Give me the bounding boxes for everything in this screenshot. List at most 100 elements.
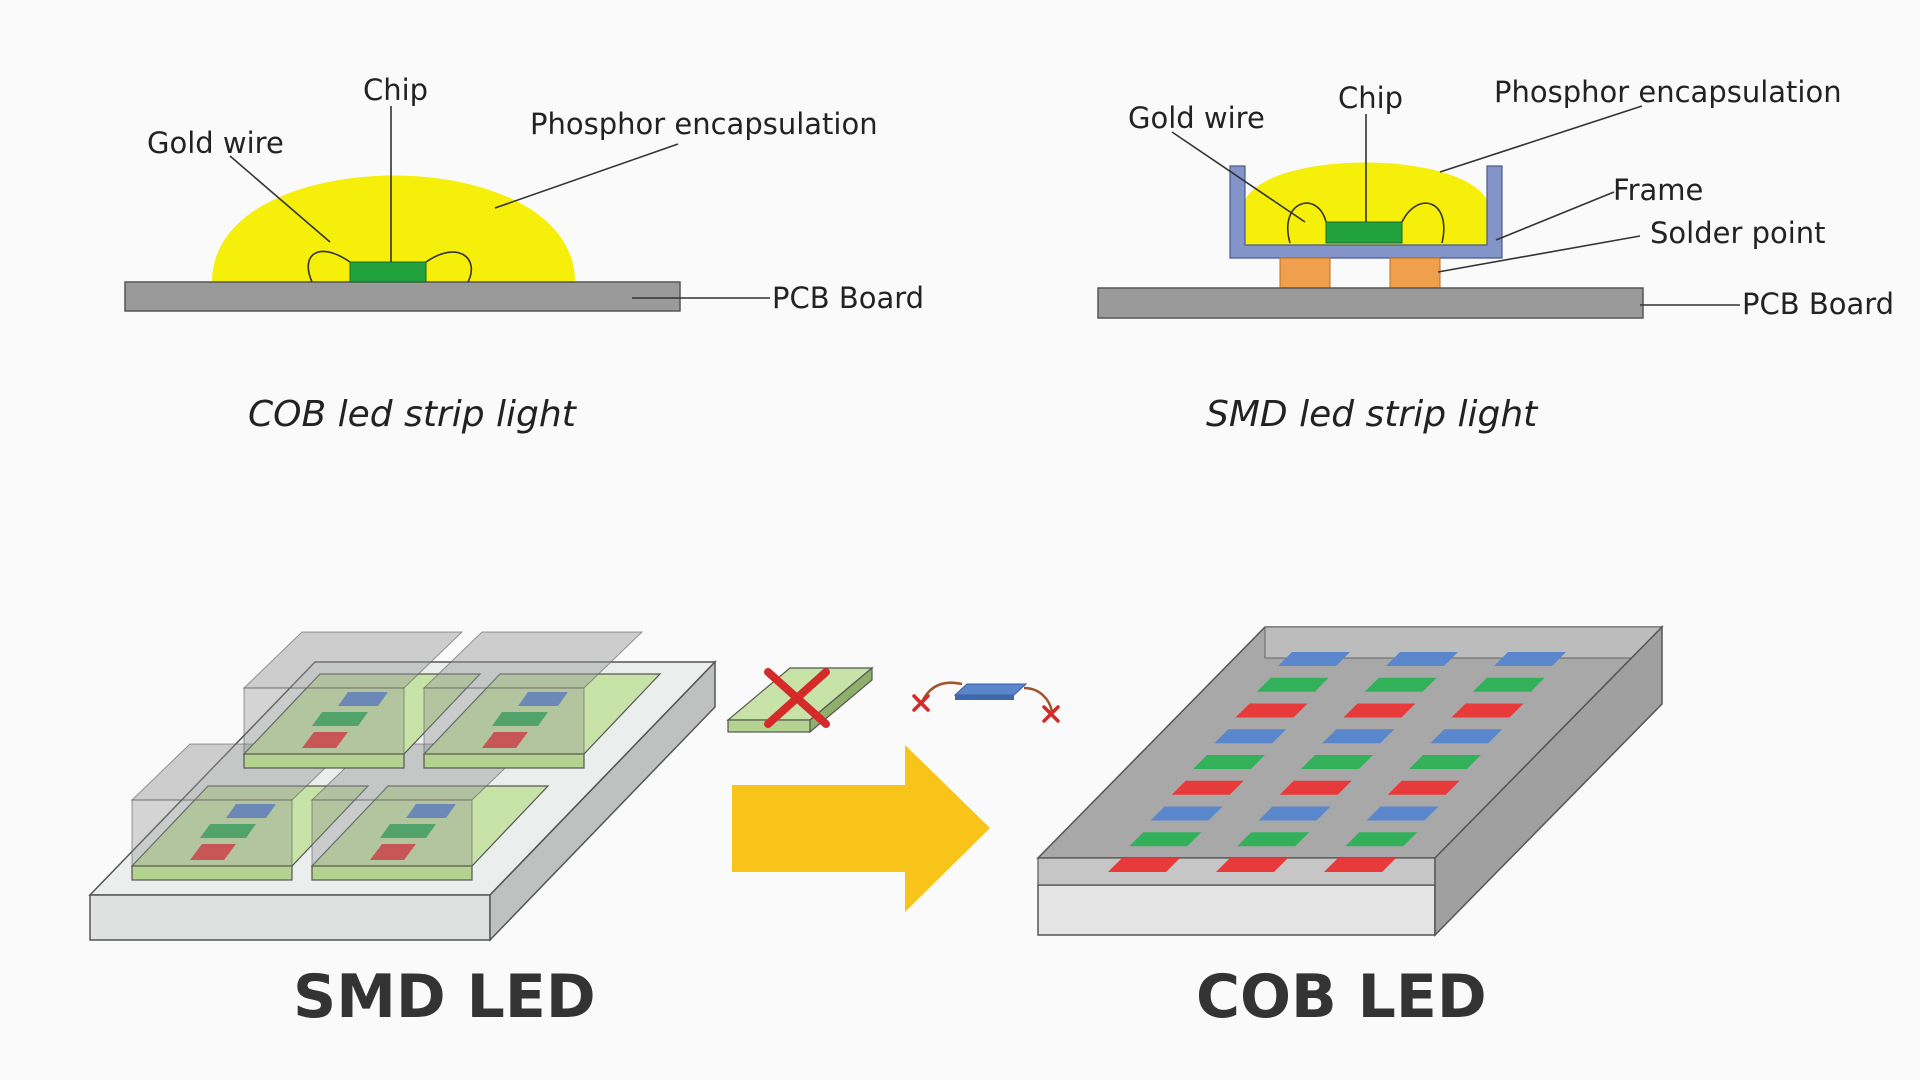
smd-frame-label: Frame: [1613, 173, 1703, 207]
cob-phosphor-label: Phosphor encapsulation: [530, 107, 878, 141]
small-cross-icon-left: [912, 694, 930, 712]
cob-led-chip-array: [1108, 652, 1566, 872]
smd-solder-point-right: [1389, 257, 1441, 289]
cob-led-chip: [1108, 858, 1180, 872]
cob-led-chip: [1366, 806, 1439, 821]
cob-chip: [349, 261, 427, 283]
right-arrow-icon: [732, 745, 990, 912]
package-blue-led: [226, 804, 276, 818]
cob-pcb-board: [124, 281, 681, 312]
cob-led-module: [1036, 625, 1664, 937]
cob-strip-cross-section: Chip Gold wire Phosphor encapsulation PC…: [124, 73, 924, 435]
cob-led-chip: [1343, 703, 1416, 718]
cob-led-chip: [1256, 677, 1329, 692]
cob-led-chip: [1430, 729, 1503, 744]
package-base-front: [423, 753, 585, 769]
cob-chip-label: Chip: [363, 73, 428, 107]
cob-side-face: [1434, 625, 1663, 937]
cob-pcb-label: PCB Board: [772, 281, 924, 315]
smd-strip-caption: SMD led strip light: [1206, 394, 1539, 435]
package-housing-front: [423, 687, 585, 755]
rejected-smd-package: [726, 666, 874, 734]
smd-pcb-label: PCB Board: [1742, 287, 1894, 321]
cob-led-chip: [1193, 755, 1265, 769]
package-green-led: [312, 712, 368, 726]
cob-gold-wire-label: Gold wire: [147, 126, 284, 160]
cob-led-chip: [1150, 806, 1223, 821]
cob-led-chip: [1214, 729, 1287, 744]
cob-led-chip: [1322, 729, 1395, 744]
cob-led-chip: [1278, 652, 1350, 666]
cob-led-chip: [1387, 780, 1460, 795]
small-blue-chip: [953, 683, 1028, 696]
cob-led-chip: [1451, 703, 1524, 718]
cob-led-chip: [1345, 832, 1418, 847]
cob-led-title: COB LED: [1196, 962, 1487, 1032]
smd-gold-wire-right: [1401, 202, 1445, 244]
package-blue-led: [518, 692, 568, 706]
smd-phosphor-leader: [1439, 105, 1643, 173]
package-red-led: [302, 732, 348, 748]
smd-gold-wire-leader: [1171, 131, 1306, 223]
package-base-front: [243, 753, 405, 769]
smd-gold-wire-label: Gold wire: [1128, 101, 1265, 135]
smd-phosphor-label: Phosphor encapsulation: [1494, 75, 1842, 109]
cob-led-chip: [1258, 806, 1331, 821]
package-red-led: [370, 844, 416, 860]
package-base-front: [131, 865, 293, 881]
cob-led-chip: [1171, 780, 1244, 795]
package-green-led: [200, 824, 256, 838]
smd-pcb-board: [1097, 287, 1644, 319]
smd-solder-point-left: [1279, 257, 1331, 289]
small-blue-chip-front: [955, 695, 1014, 700]
cob-front-face: [1037, 884, 1436, 936]
cob-led-chip: [1129, 832, 1202, 847]
cob-led-chip: [1235, 703, 1308, 718]
cob-led-chip: [1216, 858, 1288, 872]
cob-led-chip: [1386, 652, 1458, 666]
smd-solder-label: Solder point: [1650, 216, 1826, 250]
rejected-bonding-wire: [912, 681, 1060, 723]
smd-led-module: [88, 631, 717, 942]
smd-chip-label: Chip: [1338, 81, 1403, 115]
package-housing-front: [311, 799, 473, 867]
cob-led-chip: [1237, 832, 1310, 847]
smd-led-title: SMD LED: [293, 962, 596, 1032]
cob-led-chip: [1409, 755, 1481, 769]
smd-base-front: [89, 894, 491, 941]
cob-phosphor-leader: [494, 143, 679, 209]
cob-led-chip: [1364, 677, 1437, 692]
package-red-led: [482, 732, 528, 748]
cob-gold-wire-leader: [229, 155, 331, 243]
smd-frame-leader: [1495, 191, 1615, 241]
smd-strip-cross-section: Gold wire Chip Phosphor encapsulation Fr…: [1097, 75, 1894, 435]
smd-solder-leader: [1437, 235, 1641, 273]
package-red-led: [190, 844, 236, 860]
package-blue-led: [406, 804, 456, 818]
smd-gold-wire-left: [1287, 202, 1327, 244]
smd-chip: [1325, 221, 1403, 244]
smd-led-package: [242, 631, 482, 769]
cob-strip-caption: COB led strip light: [248, 394, 578, 435]
cob-led-chip: [1494, 652, 1566, 666]
package-housing-front: [131, 799, 293, 867]
package-green-led: [492, 712, 548, 726]
smd-base-side: [489, 660, 716, 942]
smd-led-package: [422, 631, 662, 769]
package-blue-led: [338, 692, 388, 706]
cob-led-chip: [1472, 677, 1545, 692]
cob-led-chip: [1279, 780, 1352, 795]
smd-led-package: [130, 743, 370, 881]
cob-gold-wire-right: [425, 251, 473, 283]
small-cross-icon-right: [1042, 705, 1060, 723]
smd-led-packages: [130, 631, 662, 881]
package-green-led: [380, 824, 436, 838]
cob-led-chip: [1301, 755, 1373, 769]
cob-gold-wire-left: [307, 250, 351, 283]
rejected-package-side: [809, 666, 873, 734]
package-base-front: [311, 865, 473, 881]
wire-right: [1023, 686, 1054, 713]
cross-mark-icon: [764, 668, 830, 728]
cob-phosphor-dome: [212, 175, 575, 282]
